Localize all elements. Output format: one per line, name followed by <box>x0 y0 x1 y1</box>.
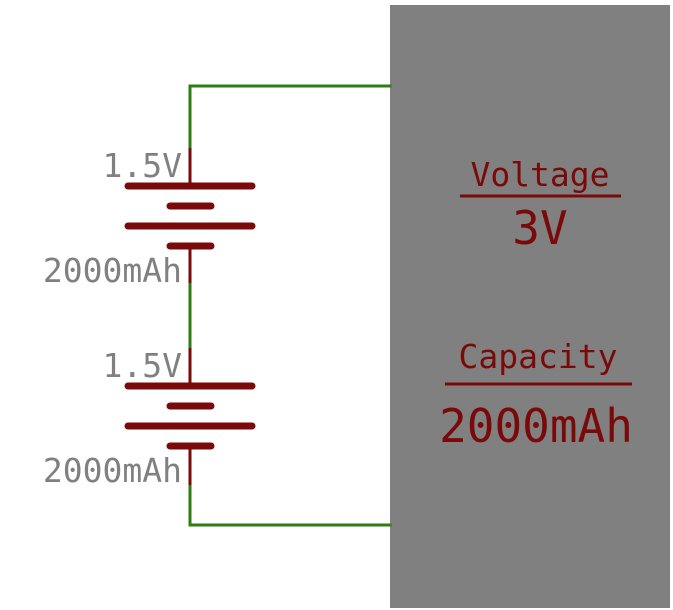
battery-1-voltage-label: 1.5V <box>103 146 182 185</box>
battery-2-voltage-label: 1.5V <box>103 346 182 385</box>
battery-cell-2: 1.5V 2000mAh <box>43 346 256 490</box>
summary-panel <box>390 5 670 608</box>
voltage-value: 3V <box>512 201 567 255</box>
summary-text: Voltage 3V Capacity 2000mAh <box>439 155 633 453</box>
capacity-heading: Capacity <box>459 337 618 376</box>
battery-2-capacity-label: 2000mAh <box>43 451 182 490</box>
voltage-heading: Voltage <box>470 155 609 194</box>
capacity-value: 2000mAh <box>439 399 633 453</box>
bottom-wire <box>188 483 392 527</box>
battery-1-capacity-label: 2000mAh <box>43 251 182 290</box>
battery-cell-1: 1.5V 2000mAh <box>43 146 256 290</box>
wires <box>188 84 392 527</box>
top-wire <box>188 84 392 150</box>
